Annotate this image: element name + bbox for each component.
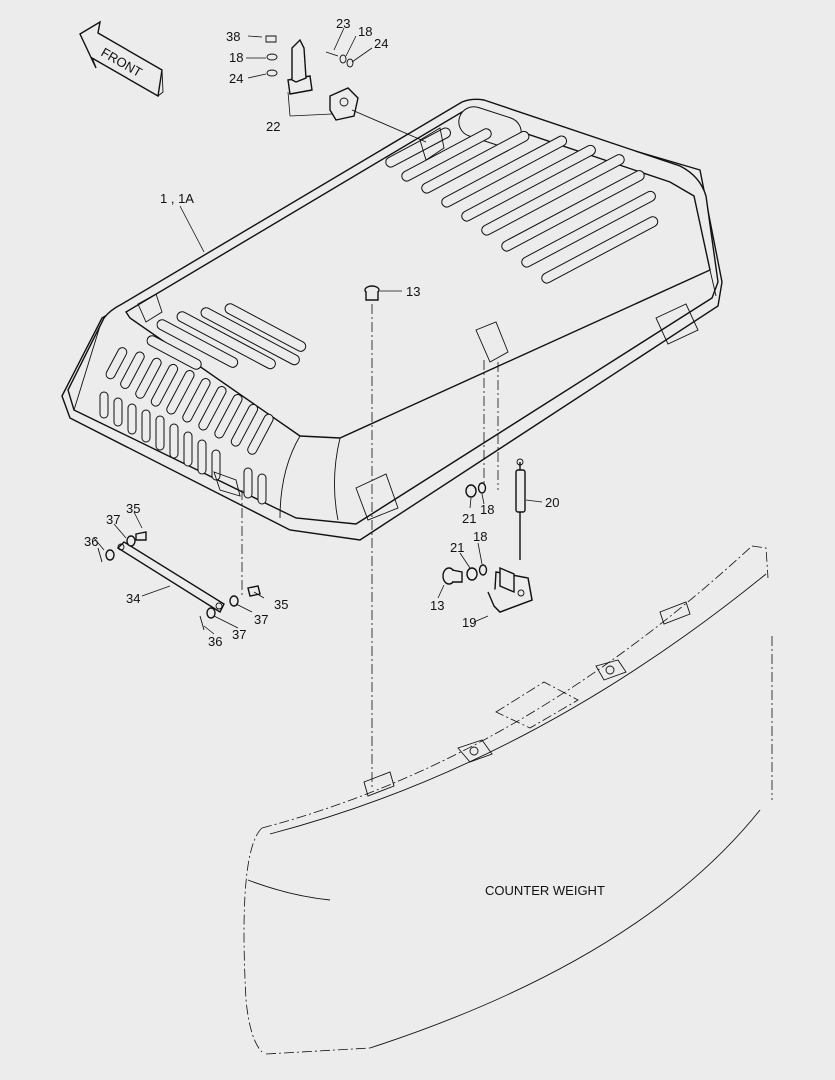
latch-assembly xyxy=(246,27,427,143)
callout-21-upper: 21 xyxy=(462,511,476,526)
callout-37-upper: 37 xyxy=(106,512,120,527)
callout-13-top: 13 xyxy=(406,284,420,299)
knob-13-lower xyxy=(437,567,463,599)
callout-34: 34 xyxy=(126,591,140,606)
knob-13-top xyxy=(364,285,402,790)
callout-36-lower: 36 xyxy=(208,634,222,649)
callout-13-lower: 13 xyxy=(430,598,444,613)
callout-37-bottom: 37 xyxy=(232,627,246,642)
callout-35-upper: 35 xyxy=(126,501,140,516)
counterweight-label: COUNTER WEIGHT xyxy=(485,883,605,898)
vent-slots-front xyxy=(146,303,307,370)
bracket-19 xyxy=(459,542,533,623)
washers-upper xyxy=(465,482,487,509)
callout-23: 23 xyxy=(336,16,350,31)
vent-slots-side xyxy=(99,347,274,505)
leader-hood xyxy=(179,205,205,253)
callout-labels: 38 18 24 23 18 24 22 1 , 1A 13 20 21 18 … xyxy=(84,16,559,649)
vent-slots-rear xyxy=(385,127,659,284)
callout-19: 19 xyxy=(462,615,476,630)
stay-rod xyxy=(93,490,265,635)
callout-22: 22 xyxy=(266,119,280,134)
front-arrow: FRONT xyxy=(79,20,164,98)
callout-37-lower: 37 xyxy=(254,612,268,627)
callout-18-bolt: 18 xyxy=(358,24,372,39)
counterweight: COUNTER WEIGHT xyxy=(243,545,773,1055)
callout-1-1a: 1 , 1A xyxy=(160,191,194,206)
callout-24-latch: 24 xyxy=(229,71,243,86)
callout-24-bolt: 24 xyxy=(374,36,388,51)
callout-35-lower: 35 xyxy=(274,597,288,612)
gas-strut xyxy=(483,360,543,560)
callout-38: 38 xyxy=(226,29,240,44)
engine-hood xyxy=(61,98,723,541)
callout-21-lower: 21 xyxy=(450,540,464,555)
callout-18-upper: 18 xyxy=(480,502,494,517)
callout-18-latch: 18 xyxy=(229,50,243,65)
callout-36-upper: 36 xyxy=(84,534,98,549)
callout-20: 20 xyxy=(545,495,559,510)
callout-18-lower: 18 xyxy=(473,529,487,544)
